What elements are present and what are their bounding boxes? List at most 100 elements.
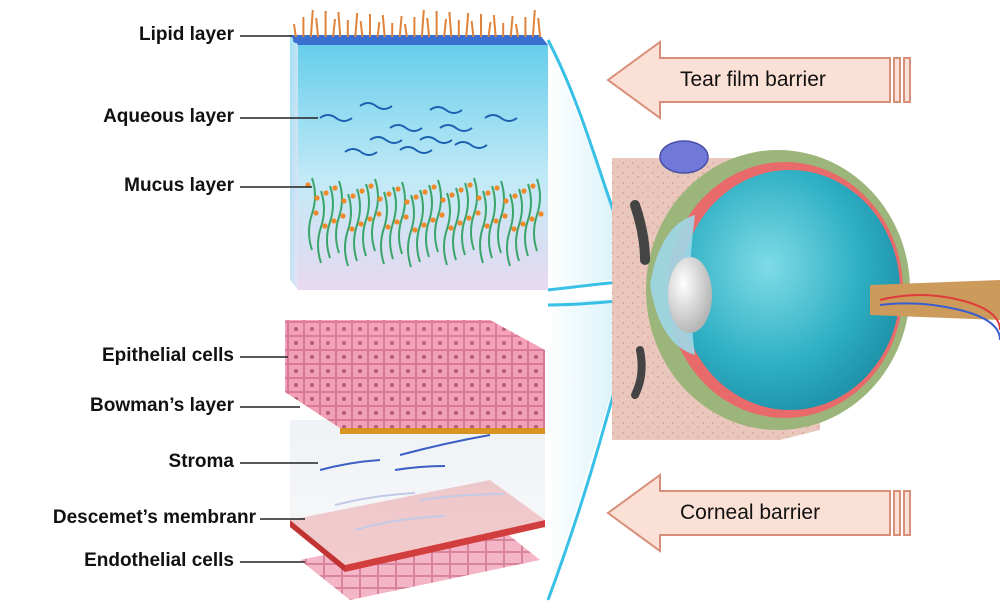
lipid-head (307, 37, 314, 43)
lipid-tail (381, 14, 386, 39)
mucus-bead (449, 192, 455, 198)
lipid-head (352, 37, 359, 43)
mucus-bead (350, 193, 356, 199)
label-stroma: Stroma (168, 451, 234, 472)
mucus-bead (358, 221, 364, 227)
lipid-tail (404, 23, 408, 39)
mucus-bead (395, 186, 401, 192)
mucus-bead (394, 219, 400, 225)
optic-nerve (870, 280, 1000, 320)
lipid-head (507, 37, 514, 43)
lipid-head (537, 37, 544, 43)
lipid-head (463, 37, 470, 43)
lipid-head (411, 37, 418, 43)
mucus-bead (529, 216, 535, 222)
lipid-tail (293, 23, 297, 39)
lipid-tail (487, 21, 492, 39)
lipid-tail (509, 15, 514, 39)
mucus-bead (503, 198, 509, 204)
stroma-layer (290, 420, 545, 565)
lipid-head (389, 37, 396, 43)
aqueous-waves (319, 102, 518, 156)
lipid-head (470, 37, 477, 43)
mucus-bead (485, 190, 491, 196)
mucus-bead (538, 211, 544, 217)
lipid-head (522, 37, 529, 43)
mucus-bead (430, 217, 436, 223)
mucus-strand (407, 194, 415, 268)
mucus-strand (497, 180, 505, 254)
epithelium-front (340, 350, 545, 428)
lipid-head (515, 37, 521, 43)
mucus-strand (461, 182, 469, 256)
lipid-head (322, 37, 329, 43)
leader-lines (240, 35, 318, 563)
eye-cross-section (612, 140, 1000, 440)
lipid-head (485, 37, 492, 43)
mucus-bead (403, 214, 409, 220)
mucus-bead (340, 213, 346, 219)
mucus-bead (331, 218, 337, 224)
mucus-bead (368, 183, 374, 189)
mucus-bead (484, 223, 490, 229)
lipid-head (330, 37, 336, 43)
mucus-bead (493, 218, 499, 224)
lipid-tail (492, 14, 497, 39)
lipid-tail (332, 18, 336, 39)
mucus-bead (520, 221, 526, 227)
lipid-head (448, 37, 455, 43)
corneal-barrier-label: Corneal barrier (680, 501, 821, 524)
mucus-strand (506, 193, 514, 267)
mucus-bead (412, 227, 418, 233)
mucus-bead (457, 220, 463, 226)
mucus-bead (341, 198, 347, 204)
mucus-bead (475, 210, 481, 216)
lipid-head (300, 37, 307, 43)
lipid-tail (337, 11, 342, 39)
mucus-strand (470, 177, 478, 251)
lipid-head (367, 37, 373, 43)
mucus-bead (439, 212, 445, 218)
mucus-bead (466, 215, 472, 221)
label-lipid-layer: Lipid layer (138, 24, 234, 45)
epithelium-side (285, 320, 340, 428)
lacrimal-gland (659, 140, 709, 174)
lipid-tail (398, 15, 403, 39)
lipid-head (500, 37, 507, 43)
lipid-head (374, 37, 381, 43)
mucus-bead (494, 185, 500, 191)
mucus-strand (335, 180, 343, 254)
mucus-bead (512, 193, 518, 199)
lipid-molecules (293, 9, 544, 43)
label-descemet-membrane: Descemet’s membranr (52, 507, 256, 528)
lower-eyelashes (631, 346, 646, 399)
lipid-head (396, 37, 403, 43)
mucus-bead (476, 195, 482, 201)
lipid-tail (470, 20, 475, 39)
mucus-bead (386, 191, 392, 197)
mucus-strand (479, 190, 487, 264)
mucus-glycoproteins (305, 177, 544, 268)
cornea-layer-stack (285, 320, 545, 600)
lipid-head (381, 37, 388, 43)
mucus-strand (353, 188, 361, 262)
lipid-head (455, 37, 462, 43)
mucus-bead (521, 188, 527, 194)
mucus-strand (443, 192, 451, 266)
mucus-strand (362, 183, 370, 257)
lipid-tail (465, 12, 470, 39)
tear-film-barrier-label: Tear film barrier (680, 68, 826, 91)
mucus-bead (458, 187, 464, 193)
mucus-strand (524, 183, 532, 257)
lipid-head (492, 37, 499, 43)
lipid-tail (443, 18, 447, 39)
lipid-head (337, 37, 344, 43)
mucus-bead (440, 197, 446, 203)
lipid-head (478, 37, 484, 43)
mucus-strand (425, 184, 433, 258)
lipid-head (426, 37, 433, 43)
mucus-strand (380, 191, 388, 265)
crystalline-lens (668, 257, 712, 333)
